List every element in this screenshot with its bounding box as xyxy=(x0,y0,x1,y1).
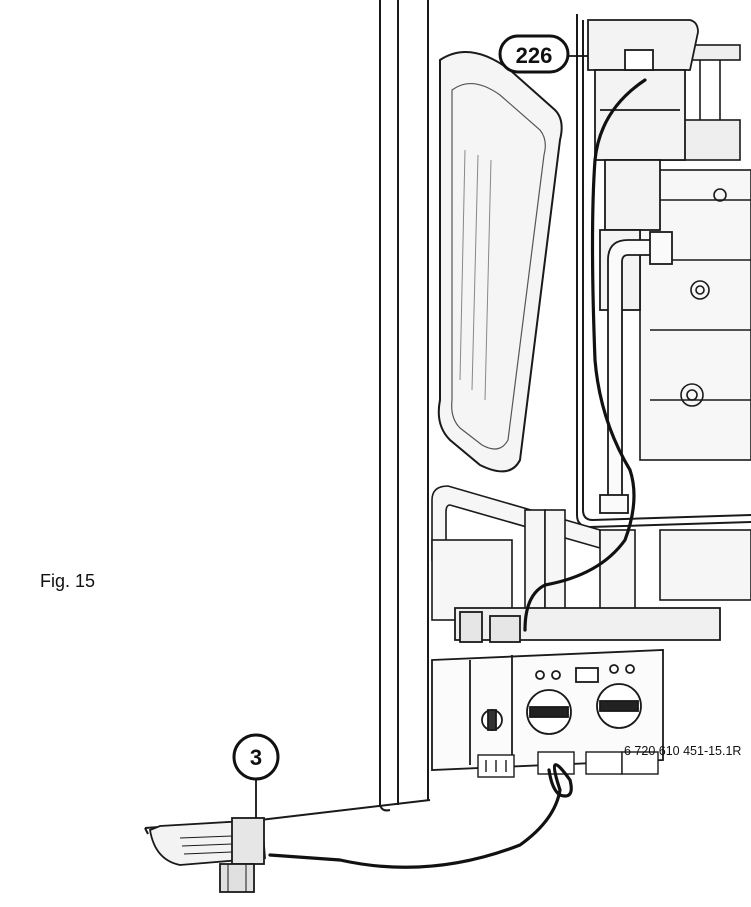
callout-226-label: 226 xyxy=(516,43,553,68)
boiler-side-panel xyxy=(379,0,429,812)
expansion-vessel xyxy=(437,51,563,473)
callout-3: 3 xyxy=(232,733,280,818)
lower-pipework xyxy=(431,485,751,621)
component-3 xyxy=(148,817,266,893)
vertical-pipe xyxy=(599,231,673,514)
callout-226: 226 xyxy=(498,34,588,74)
callout-3-label: 3 xyxy=(250,745,262,770)
reference-code: 6 720 610 451-15.1R xyxy=(624,744,741,758)
terminal-blocks xyxy=(477,751,659,778)
figure-caption: Fig. 15 xyxy=(40,571,96,591)
sensor-wiring xyxy=(268,78,647,869)
heat-exchanger-block xyxy=(639,44,751,461)
control-panel xyxy=(431,607,721,771)
